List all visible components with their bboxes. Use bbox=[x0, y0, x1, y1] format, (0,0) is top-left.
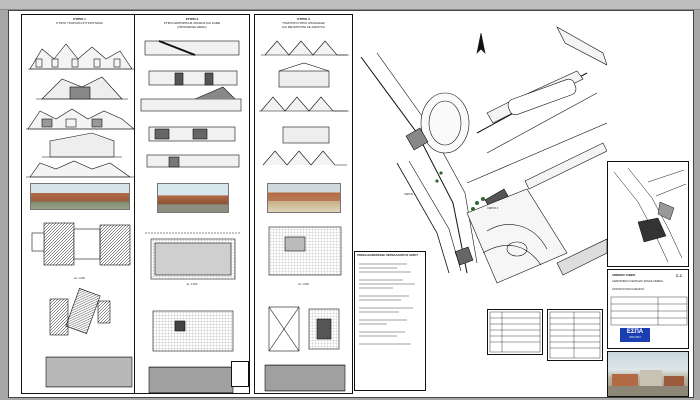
building-3-plans bbox=[264, 226, 346, 392]
espa-logo-text: ΕΣΠΑ bbox=[626, 329, 644, 335]
building-2-subtitle-2: (ΠΡΟΣΩΡΙΝΗ ΘΕΣΗ) bbox=[177, 25, 207, 29]
toolbar bbox=[0, 0, 700, 10]
building-1-plans bbox=[31, 222, 133, 388]
sheet-number: Σ-1 bbox=[676, 273, 682, 278]
notes-block: ΓΕΝΙΚΗ ΔΙΑΜΟΡΦΩΣΗ ΠΕΡΙΒΑΛΛΟΝΤΟΣ ΧΩΡΟΥ bbox=[354, 251, 426, 391]
building-2-plans bbox=[145, 232, 241, 393]
legend-table-1 bbox=[487, 309, 543, 355]
building-1-title: ΚΤΙΡΙΟ 1 bbox=[73, 17, 86, 21]
building-2-title: ΚΤΙΡΙΟ 2 bbox=[185, 17, 199, 21]
title-block-line-2: ΔΙΑΜΟΡΦΩΣΗ ΧΕΡΣΑΙΑΣ ΖΩΝΗΣ ΛΙΜΕΝΑ bbox=[612, 280, 663, 283]
building-2-render bbox=[157, 183, 229, 213]
title-block: ΛΙΜΕΝΙΚΟ ΤΑΜΕΙΟ ΔΙΑΜΟΡΦΩΣΗ ΧΕΡΣΑΙΑΣ ΖΩΝΗ… bbox=[607, 269, 689, 349]
title-block-line-1: ΛΙΜΕΝΙΚΟ ΤΑΜΕΙΟ bbox=[612, 274, 636, 277]
building-1-subtitle: ΚΤΙΡΙΟ ΥΠΑΡΧΟΝ ΣΥΓΚΡΟΤΗΜΑ bbox=[56, 21, 103, 25]
building-2-subtitle: ΚΤΙΡΙΟ ΕΜΠΟΡΙΚΗΣ ΧΡΗΣΗΣ ΚΑΙ ΚΑΦΕ bbox=[163, 21, 221, 25]
locator-map bbox=[607, 161, 689, 267]
site-render bbox=[607, 351, 689, 397]
site-plan bbox=[360, 26, 607, 284]
building-1-render bbox=[30, 183, 130, 210]
drawing-sheet: ΚΤΙΡΙΟ 1 ΚΤΙΡΙΟ ΥΠΑΡΧΟΝ ΣΥΓΚΡΟΤΗΜΑ bbox=[8, 10, 694, 398]
building-2-legend bbox=[231, 361, 249, 387]
espa-logo-years: 2007-2013 bbox=[629, 336, 641, 339]
site-render-drawing bbox=[608, 370, 688, 396]
notes-title: ΓΕΝΙΚΗ ΔΙΑΜΟΡΦΩΣΗ ΠΕΡΙΒΑΛΛΟΝΤΟΣ ΧΩΡΟΥ bbox=[357, 254, 419, 257]
building-3-subtitle-2: ΚΑΙ ΜΕΤΑΤΡΟΠΗ ΣΕ ΑΙΘΟΥΣΑ bbox=[282, 25, 325, 29]
building-3-plan-caption: κλ. 1:200 bbox=[298, 283, 309, 286]
title-block-grid bbox=[610, 296, 688, 326]
building-2-column: ΚΤΙΡΙΟ 2 ΚΤΙΡΙΟ ΕΜΠΟΡΙΚΗΣ ΧΡΗΣΗΣ ΚΑΙ ΚΑΦ… bbox=[134, 14, 250, 394]
north-arrow-icon bbox=[476, 32, 486, 54]
legend-table-2-rows bbox=[549, 311, 601, 359]
notes-lines bbox=[359, 263, 415, 345]
site-area-label-1: ΧΩΡΟΣ 1 bbox=[404, 193, 416, 196]
building-3-render bbox=[267, 183, 341, 213]
legend-table-2 bbox=[547, 309, 603, 361]
title-block-line-3: ΑΡΧΙΤΕΚΤΟΝΙΚΗ ΜΕΛΕΤΗ bbox=[612, 288, 645, 291]
building-3-title: ΚΤΙΡΙΟ 3 bbox=[297, 17, 310, 21]
site-area-label-2: ΧΩΡΟΣ 2 bbox=[487, 207, 499, 210]
legend-table-1-rows bbox=[489, 311, 541, 353]
building-1-plan-caption: κλ. 1:200 bbox=[74, 277, 85, 280]
building-3-elevations bbox=[259, 40, 349, 166]
locator-map-drawing bbox=[613, 167, 687, 263]
tree-icon bbox=[435, 171, 485, 211]
building-2-elevations bbox=[140, 40, 242, 168]
building-3-column: ΚΤΙΡΙΟ 3 ΥΠΑΡΧΟΝ ΚΤΙΡΙΟ ΑΠΟΘΗΚΗΣ ΚΑΙ ΜΕΤ… bbox=[254, 14, 353, 394]
building-1-elevations bbox=[26, 43, 136, 178]
building-3-subtitle: ΥΠΑΡΧΟΝ ΚΤΙΡΙΟ ΑΠΟΘΗΚΗΣ bbox=[281, 21, 326, 25]
building-2-plan-caption: κλ. 1:200 bbox=[186, 283, 198, 286]
building-1-column: ΚΤΙΡΙΟ 1 ΚΤΙΡΙΟ ΥΠΑΡΧΟΝ ΣΥΓΚΡΟΤΗΜΑ bbox=[21, 14, 138, 394]
